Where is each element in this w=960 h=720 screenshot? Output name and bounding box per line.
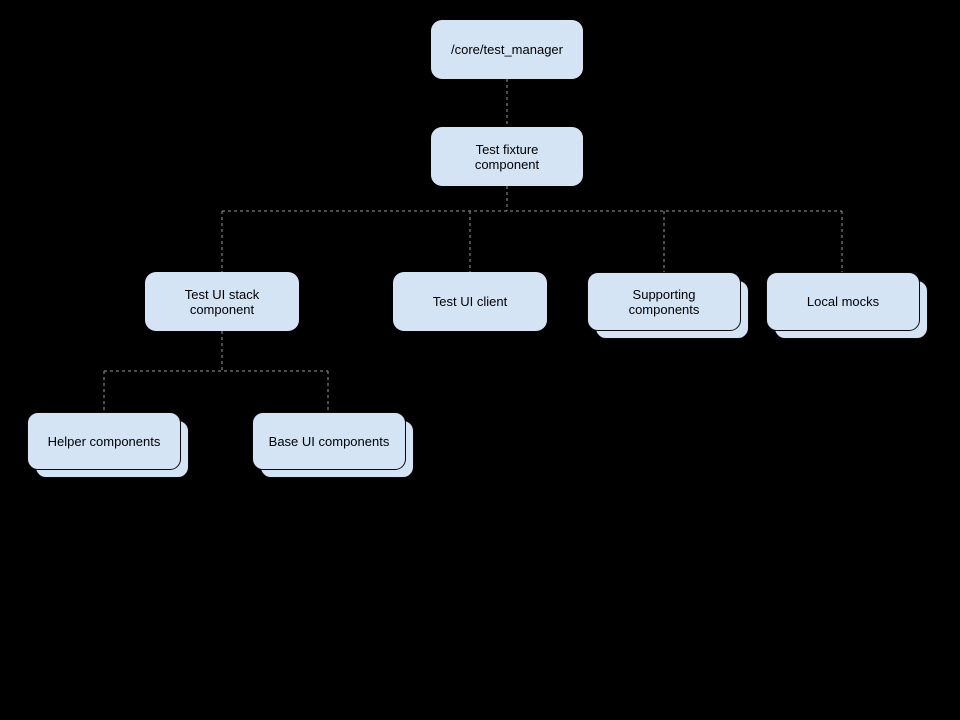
node-helper_components-label: Helper components [47, 433, 161, 449]
node-local_mocks[interactable]: Local mocks [766, 272, 920, 331]
node-core_test_manager[interactable]: /core/test_manager [431, 20, 583, 79]
node-base_ui_components[interactable]: Base UI components [252, 412, 406, 470]
node-test_ui_stack_component-label: Test UI stack component [184, 286, 260, 317]
node-supporting_components-label: Supporting components [628, 286, 700, 317]
node-test_fixture_component-label: Test fixture component [474, 141, 540, 172]
node-base_ui_components-label: Base UI components [268, 433, 390, 449]
node-test_ui_client[interactable]: Test UI client [393, 272, 547, 331]
node-supporting_components[interactable]: Supporting components [587, 272, 741, 331]
node-test_ui_client-label: Test UI client [432, 294, 508, 309]
node-local_mocks-label: Local mocks [806, 294, 880, 309]
node-test_ui_stack_component[interactable]: Test UI stack component [145, 272, 299, 331]
node-helper_components[interactable]: Helper components [27, 412, 181, 470]
node-test_fixture_component[interactable]: Test fixture component [431, 127, 583, 186]
node-core_test_manager-label: /core/test_manager [450, 42, 563, 57]
